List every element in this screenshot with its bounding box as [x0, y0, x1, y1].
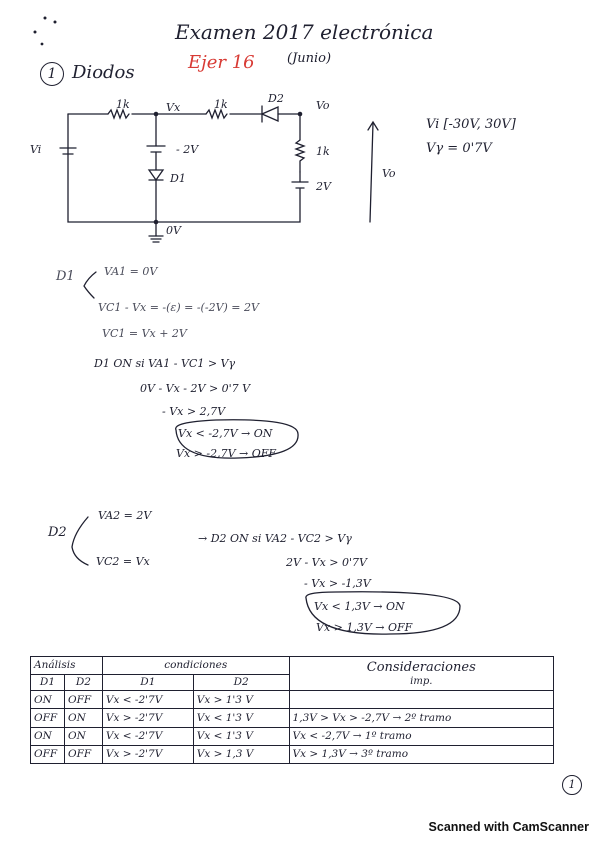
header-cond-d1: D1: [101, 674, 194, 692]
page-number: 1: [562, 775, 582, 795]
consideraciones-title: Consideraciones: [366, 659, 476, 675]
cell-note: 1,3V > Vx > -2,7V → 2º tramo: [288, 708, 555, 728]
d1-result-off: Vx > -2,7V → OFF: [176, 447, 277, 460]
table-row: OFF ON Vx > -2'7V Vx < 1'3 V 1,3V > Vx >…: [30, 708, 555, 728]
exercise-label: Ejer 16: [188, 52, 255, 73]
header-consideraciones: Consideraciones imp.: [288, 655, 555, 692]
page-subtitle: (Junio): [287, 51, 332, 66]
d2-step2: - Vx > -1,3V: [304, 577, 371, 590]
table-row: ON ON Vx < -2'7V Vx < 1'3 V Vx < -2,7V →…: [30, 726, 555, 746]
vo-arrow-label: Vo: [382, 167, 396, 180]
d2-step1: 2V - Vx > 0'7V: [286, 556, 367, 569]
resistor-r2: [205, 108, 228, 120]
vgamma-value: Vγ = 0'7V: [426, 141, 492, 156]
consideraciones-imp: imp.: [410, 675, 433, 687]
vi-label: Vi: [30, 143, 42, 156]
diode-d1: [147, 169, 165, 182]
analysis-table: Análisis condiciones Consideraciones imp…: [30, 655, 555, 765]
wire-vo: [277, 113, 301, 141]
cell-cond-d2: Vx < 1'3 V: [192, 708, 290, 728]
cell-d1-state: ON: [30, 726, 65, 746]
wire-outer: [67, 113, 301, 223]
d1-condition: D1 ON si VA1 - VC1 > Vγ: [94, 357, 236, 370]
header-d2: D2: [63, 674, 103, 692]
d1-step1: 0V - Vx - 2V > 0'7 V: [140, 382, 251, 395]
cell-note: [288, 690, 555, 710]
vo-node-label: Vo: [316, 99, 330, 112]
d2-condition: → D2 ON si VA2 - VC2 > Vγ: [198, 532, 352, 545]
vo-arrow: [369, 122, 374, 223]
d1-label: D1: [170, 172, 186, 185]
cell-d1-state: OFF: [30, 708, 65, 728]
d1-vc2: VC1 = Vx + 2V: [102, 327, 187, 340]
d2-result-off: Vx > 1,3V → OFF: [316, 621, 413, 634]
header-cond-d2: D2: [192, 674, 290, 692]
ground-label: 0V: [166, 224, 181, 237]
cell-cond-d2: Vx < 1'3 V: [192, 726, 290, 746]
d1-head: D1: [56, 269, 75, 284]
vx-label: Vx: [166, 101, 181, 114]
table-row: ON OFF Vx < -2'7V Vx > 1'3 V: [30, 690, 555, 710]
cell-cond-d1: Vx < -2'7V: [101, 726, 194, 746]
resistor-r1: [107, 108, 130, 120]
d2-label: D2: [268, 92, 284, 105]
table-subheader-row: D1 D2 D1 D2: [30, 674, 554, 692]
table-row: OFF OFF Vx > -2'7V Vx > 1,3 V Vx > 1,3V …: [30, 744, 555, 765]
cell-note: Vx > 1,3V → 3º tramo: [288, 744, 555, 765]
scanner-footer: Scanned with CamScanner: [428, 820, 589, 834]
d1-vc: VC1 - Vx = -(ε) = -(-2V) = 2V: [98, 301, 259, 314]
cell-d1-state: ON: [30, 690, 65, 710]
section-title: Diodos: [72, 62, 135, 83]
loop-d2: [305, 591, 461, 635]
resistor-r3: [294, 139, 306, 173]
v2-label: 2V: [316, 180, 331, 193]
header-condiciones: condiciones: [101, 655, 290, 676]
cell-d2-state: ON: [63, 726, 103, 746]
cell-cond-d1: Vx > -2'7V: [101, 708, 194, 728]
cell-note: Vx < -2,7V → 1º tramo: [288, 726, 555, 746]
d1-va: VA1 = 0V: [104, 265, 158, 278]
d2-va: VA2 = 2V: [98, 509, 152, 522]
d1-result-on: Vx < -2,7V → ON: [178, 427, 273, 440]
d1-step2: - Vx > 2,7V: [162, 405, 226, 418]
ink-dots: [33, 16, 57, 46]
loop-d1: [175, 419, 299, 459]
cell-cond-d1: Vx > -2'7V: [101, 744, 194, 765]
page-title: Examen 2017 electrónica: [175, 20, 434, 44]
d2-vc: VC2 = Vx: [96, 555, 150, 568]
header-analisis: Análisis: [30, 655, 103, 676]
ground-symbol: [148, 235, 164, 243]
table-header-row: Análisis condiciones Consideraciones imp…: [30, 655, 555, 692]
cell-cond-d2: Vx > 1,3 V: [192, 744, 290, 765]
header-d1: D1: [30, 674, 65, 692]
node-dots: [153, 111, 303, 225]
d2-result-on: Vx < 1,3V → ON: [314, 600, 405, 613]
r3-label: 1k: [316, 145, 330, 158]
source-label: - 2V: [176, 143, 199, 156]
cell-d2-state: OFF: [63, 744, 103, 765]
r1-label: 1k: [116, 98, 130, 111]
cell-d2-state: OFF: [63, 690, 103, 710]
diode-d2: [260, 106, 279, 122]
d2-head: D2: [48, 525, 67, 540]
input-range: Vi [-30V, 30V]: [426, 117, 516, 132]
r2-label: 1k: [214, 98, 228, 111]
cell-d1-state: OFF: [30, 744, 65, 765]
cell-cond-d2: Vx > 1'3 V: [192, 690, 290, 710]
section-number: 1: [40, 62, 64, 86]
cell-cond-d1: Vx < -2'7V: [101, 690, 194, 710]
cell-d2-state: ON: [63, 708, 103, 728]
